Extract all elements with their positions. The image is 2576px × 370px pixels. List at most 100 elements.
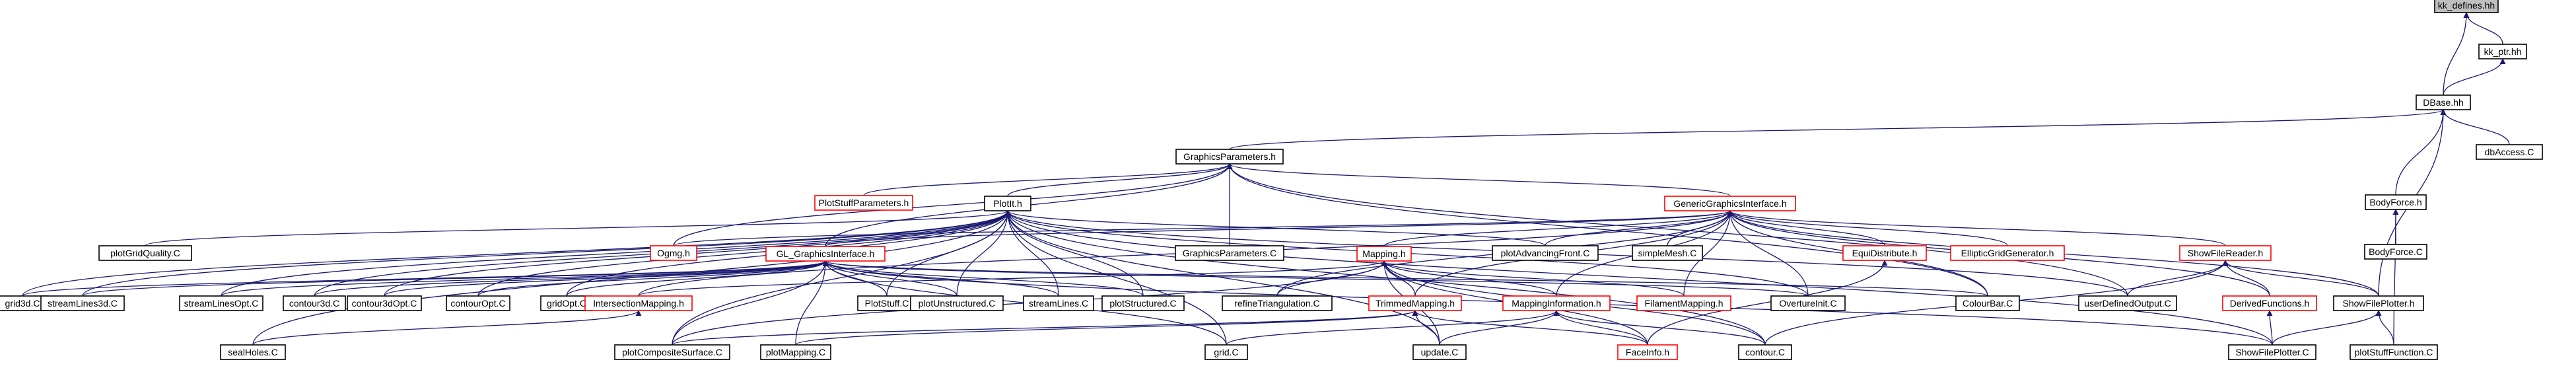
node-box-streamlinesopt[interactable] bbox=[179, 295, 263, 311]
node-label-intersectionmap: IntersectionMapping.h bbox=[593, 298, 684, 309]
node-filamentmap[interactable]: FilamentMapping.h bbox=[1636, 295, 1731, 311]
node-faceinfo[interactable]: FaceInfo.h bbox=[1617, 344, 1678, 360]
node-box-kk_defines[interactable] bbox=[2434, 0, 2499, 13]
node-box-plotit[interactable] bbox=[984, 196, 1031, 211]
node-plotstufffunc[interactable]: plotStuffFunction.C bbox=[2350, 344, 2438, 360]
node-dbase[interactable]: DBase.hh bbox=[2416, 94, 2471, 110]
node-box-plotstuffparams[interactable] bbox=[814, 195, 913, 211]
node-plotunstructured[interactable]: plotUnstructured.C bbox=[910, 295, 1004, 311]
node-box-dbaccess[interactable] bbox=[2476, 144, 2543, 160]
node-box-showfilereader[interactable] bbox=[2179, 245, 2272, 261]
node-box-streamlines_c[interactable] bbox=[1023, 295, 1094, 311]
edge-glgi-to-contour3d bbox=[314, 260, 829, 297]
node-graphicsparams[interactable]: GraphicsParameters.h bbox=[1175, 149, 1284, 165]
node-plotstuff_c[interactable]: PlotStuff.C bbox=[857, 295, 917, 311]
node-box-colourbar[interactable] bbox=[1955, 295, 2020, 311]
node-trimmedmap[interactable]: TrimmedMapping.h bbox=[1368, 295, 1462, 311]
node-kk_defines[interactable]: kk_defines.hh bbox=[2434, 0, 2499, 13]
node-box-mapping[interactable] bbox=[1356, 246, 1412, 262]
node-box-plotmapping[interactable] bbox=[760, 344, 831, 360]
node-box-refinetri[interactable] bbox=[1222, 295, 1333, 311]
node-box-contouropt[interactable] bbox=[446, 295, 510, 311]
node-box-dbase[interactable] bbox=[2416, 94, 2471, 110]
node-glgi[interactable]: GL_GraphicsInterface.h bbox=[765, 246, 886, 262]
node-contouropt[interactable]: contourOpt.C bbox=[446, 295, 510, 311]
node-box-contour_c[interactable] bbox=[1738, 344, 1792, 360]
node-ogmg[interactable]: Ogmg.h bbox=[650, 245, 697, 261]
node-bodyforce_c[interactable]: BodyForce.C bbox=[2364, 244, 2427, 260]
node-box-showfileplotter_h[interactable] bbox=[2333, 295, 2424, 311]
node-bodyforce_h[interactable]: BodyForce.h bbox=[2365, 194, 2427, 210]
node-box-bodyforce_c[interactable] bbox=[2364, 244, 2427, 260]
node-intersectionmap[interactable]: IntersectionMapping.h bbox=[584, 295, 693, 311]
node-box-showfileplotter_c[interactable] bbox=[2228, 344, 2316, 360]
node-streamlines3d[interactable]: streamLines3d.C bbox=[40, 295, 125, 311]
node-showfilereader[interactable]: ShowFileReader.h bbox=[2179, 245, 2272, 261]
node-box-mappinginfo[interactable] bbox=[1502, 295, 1611, 311]
node-box-sealholes[interactable] bbox=[220, 344, 286, 360]
node-genericgi[interactable]: GenericGraphicsInterface.h bbox=[1664, 196, 1796, 211]
node-box-bodyforce_h[interactable] bbox=[2365, 194, 2427, 210]
node-dbaccess[interactable]: dbAccess.C bbox=[2476, 144, 2543, 160]
node-box-plotstufffunc[interactable] bbox=[2350, 344, 2438, 360]
node-box-ogmg[interactable] bbox=[650, 245, 697, 261]
node-box-equidistribute[interactable] bbox=[1842, 245, 1927, 261]
node-contour3d[interactable]: contour3d.C bbox=[283, 295, 346, 311]
node-gridopt[interactable]: gridOpt.C bbox=[540, 295, 593, 311]
node-box-streamlines3d[interactable] bbox=[40, 295, 125, 311]
node-plotgridquality[interactable]: plotGridQuality.C bbox=[98, 245, 192, 261]
node-overtureinit[interactable]: OvertureInit.C bbox=[1770, 295, 1846, 311]
node-box-kk_ptr[interactable] bbox=[2478, 44, 2527, 59]
node-colourbar[interactable]: ColourBar.C bbox=[1955, 295, 2020, 311]
node-sealholes[interactable]: sealHoles.C bbox=[220, 344, 286, 360]
node-label-ogmg: Ogmg.h bbox=[657, 248, 690, 258]
node-box-plotadvfront[interactable] bbox=[1492, 245, 1599, 261]
node-box-graphicsparams[interactable] bbox=[1175, 149, 1284, 165]
node-derivedfunc[interactable]: DerivedFunctions.h bbox=[2222, 295, 2317, 311]
node-box-graphicsparams_c[interactable] bbox=[1175, 245, 1284, 261]
node-streamlinesopt[interactable]: streamLinesOpt.C bbox=[179, 295, 263, 311]
node-useroutput[interactable]: userDefinedOutput.C bbox=[2078, 295, 2177, 311]
node-kk_ptr[interactable]: kk_ptr.hh bbox=[2478, 44, 2527, 59]
node-box-faceinfo[interactable] bbox=[1617, 344, 1678, 360]
node-box-genericgi[interactable] bbox=[1664, 196, 1796, 211]
node-ellipticgrid[interactable]: EllipticGridGenerator.h bbox=[1950, 245, 2065, 261]
node-plotit[interactable]: PlotIt.h bbox=[984, 196, 1031, 211]
node-streamlines_c[interactable]: streamLines.C bbox=[1023, 295, 1094, 311]
node-box-filamentmap[interactable] bbox=[1636, 295, 1731, 311]
node-plotmapping[interactable]: plotMapping.C bbox=[760, 344, 831, 360]
node-box-glgi[interactable] bbox=[765, 246, 886, 262]
node-box-plotcompsurface[interactable] bbox=[614, 344, 730, 360]
node-plotcompsurface[interactable]: plotCompositeSurface.C bbox=[614, 344, 730, 360]
node-plotstructured[interactable]: plotStructured.C bbox=[1101, 295, 1185, 311]
node-mappinginfo[interactable]: MappingInformation.h bbox=[1502, 295, 1611, 311]
node-box-trimmedmap[interactable] bbox=[1368, 295, 1462, 311]
node-box-contour3d[interactable] bbox=[283, 295, 346, 311]
node-refinetri[interactable]: refineTriangulation.C bbox=[1222, 295, 1333, 311]
node-contour_c[interactable]: contour.C bbox=[1738, 344, 1792, 360]
node-update_c[interactable]: update.C bbox=[1412, 344, 1467, 360]
node-plotadvfront[interactable]: plotAdvancingFront.C bbox=[1492, 245, 1599, 261]
node-box-plotgridquality[interactable] bbox=[98, 245, 192, 261]
node-mapping[interactable]: Mapping.h bbox=[1356, 246, 1412, 262]
node-box-plotunstructured[interactable] bbox=[910, 295, 1004, 311]
node-plotstuffparams[interactable]: PlotStuffParameters.h bbox=[814, 195, 913, 211]
node-simplemesh[interactable]: simpleMesh.C bbox=[1632, 245, 1703, 261]
node-label-streamlinesopt: streamLinesOpt.C bbox=[184, 298, 259, 309]
node-graphicsparams_c[interactable]: GraphicsParameters.C bbox=[1175, 245, 1284, 261]
node-box-contour3dopt[interactable] bbox=[347, 295, 422, 311]
node-equidistribute[interactable]: EquiDistribute.h bbox=[1842, 245, 1927, 261]
node-contour3dopt[interactable]: contour3dOpt.C bbox=[347, 295, 422, 311]
node-grid_c[interactable]: grid.C bbox=[1204, 344, 1248, 360]
node-showfileplotter_h[interactable]: ShowFilePlotter.h bbox=[2333, 295, 2424, 311]
node-box-useroutput[interactable] bbox=[2078, 295, 2177, 311]
node-showfileplotter_c[interactable]: ShowFilePlotter.C bbox=[2228, 344, 2316, 360]
node-box-intersectionmap[interactable] bbox=[584, 295, 693, 311]
node-box-update_c[interactable] bbox=[1412, 344, 1467, 360]
node-box-ellipticgrid[interactable] bbox=[1950, 245, 2065, 261]
node-box-plotstructured[interactable] bbox=[1101, 295, 1185, 311]
node-box-overtureinit[interactable] bbox=[1770, 295, 1846, 311]
node-box-derivedfunc[interactable] bbox=[2222, 295, 2317, 311]
node-box-simplemesh[interactable] bbox=[1632, 245, 1703, 261]
node-box-grid_c[interactable] bbox=[1204, 344, 1248, 360]
